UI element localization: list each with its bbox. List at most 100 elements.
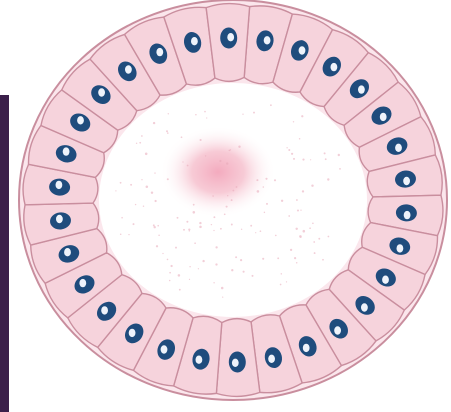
cavity-speckle: [153, 122, 155, 124]
cavity-speckle: [213, 282, 214, 283]
cavity-speckle: [238, 146, 240, 148]
cavity-speckle: [327, 178, 329, 180]
cavity-speckle: [250, 225, 252, 227]
cavity-speckle: [313, 241, 315, 243]
cavity-speckle: [297, 209, 299, 211]
cavity-speckle: [158, 234, 160, 236]
nucleolus: [161, 345, 168, 353]
nucleolus: [331, 63, 338, 71]
cavity-speckle: [154, 172, 155, 173]
cavity-speckle: [281, 273, 282, 274]
cavity-speckle: [301, 115, 303, 117]
cavity-speckle: [280, 284, 282, 286]
cavity-speckle: [195, 114, 196, 115]
cavity-speckle: [177, 217, 179, 219]
cavity-speckle: [199, 226, 202, 229]
cavity-speckle: [128, 234, 129, 235]
cavity-speckle: [310, 159, 311, 160]
cavity-speckle: [141, 135, 143, 137]
cavity-speckle: [266, 203, 268, 205]
cavity-speckle: [193, 211, 196, 214]
nucleolus: [264, 36, 271, 44]
nucleolus: [361, 303, 368, 311]
cavity-speckle: [170, 265, 172, 267]
cavity-speckle: [189, 230, 190, 231]
cavity-speckle: [255, 232, 256, 233]
cavity-speckle: [274, 179, 276, 181]
nucleolus: [79, 279, 86, 287]
cavity-speckle: [213, 230, 214, 231]
cavity-speckle: [231, 224, 233, 226]
cavity-speckle: [169, 280, 171, 282]
cavity-speckle: [141, 179, 142, 180]
cavity-speckle: [153, 224, 155, 226]
cavity-speckle: [220, 228, 222, 230]
nucleolus: [77, 116, 84, 124]
cavity-speckle: [296, 262, 298, 264]
cavity-speckle: [296, 199, 298, 201]
nucleolus: [403, 177, 410, 185]
cavity-speckle: [193, 204, 195, 206]
cavity-speckle: [215, 263, 217, 265]
cavity-speckle: [199, 222, 201, 224]
cavity-speckle: [277, 257, 279, 259]
cavity-speckle: [275, 235, 277, 237]
cavity-speckle: [324, 152, 326, 154]
cavity-speckle: [215, 246, 217, 248]
cavity-speckle: [188, 229, 190, 231]
cavity-speckle: [198, 268, 199, 269]
cavity-speckle: [243, 271, 245, 273]
blastocoel-cavity: [99, 83, 367, 317]
cavity-speckle: [295, 228, 297, 230]
cavity-speckle: [143, 205, 144, 206]
cavity-speckle: [311, 184, 313, 186]
nucleolus: [227, 33, 234, 41]
cavity-speckle: [226, 206, 228, 208]
cavity-speckle: [155, 200, 157, 202]
cavity-speckle: [260, 230, 262, 232]
cavity-speckle: [151, 191, 153, 193]
cavity-speckle: [211, 224, 212, 225]
nucleolus: [56, 215, 63, 223]
cavity-speckle: [314, 252, 316, 254]
cavity-speckle: [224, 213, 226, 215]
cavity-speckle: [222, 296, 223, 297]
cavity-speckle: [312, 223, 314, 225]
cavity-speckle: [130, 184, 132, 186]
nucleolus: [404, 211, 411, 219]
nucleolus: [156, 48, 163, 56]
cavity-speckle: [286, 147, 287, 148]
cavity-speckle: [120, 182, 122, 184]
nucleolus: [196, 356, 203, 364]
cavity-speckle: [162, 253, 163, 254]
cavity-speckle: [231, 199, 233, 201]
cavity-speckle: [302, 190, 304, 192]
cavity-speckle: [182, 161, 183, 162]
cavity-speckle: [136, 143, 137, 144]
nucleolus: [382, 276, 389, 284]
cavity-speckle: [294, 257, 296, 259]
cavity-speckle: [257, 190, 260, 193]
cavity-speckle: [242, 114, 243, 115]
nucleolus: [358, 85, 365, 93]
cavity-speckle: [318, 238, 320, 240]
cavity-speckle: [293, 158, 295, 160]
nucleolus: [395, 144, 402, 152]
cavity-speckle: [290, 249, 292, 251]
cavity-speckle: [135, 204, 136, 205]
cavity-speckle: [226, 162, 228, 164]
cavity-speckle: [256, 179, 258, 181]
cavity-speckle: [281, 200, 283, 202]
cavity-speckle: [204, 111, 206, 113]
nucleolus: [101, 306, 108, 314]
cavity-speckle: [213, 216, 215, 218]
cavity-speckle: [189, 279, 190, 280]
cavity-speckle: [236, 186, 238, 188]
cavity-speckle: [187, 165, 189, 167]
cavity-speckle: [178, 274, 181, 277]
cavity-speckle: [253, 112, 255, 114]
cavity-speckle: [145, 153, 148, 156]
cavity-speckle: [263, 186, 265, 188]
cavity-speckle: [293, 121, 294, 122]
cavity-speckle: [206, 117, 207, 118]
